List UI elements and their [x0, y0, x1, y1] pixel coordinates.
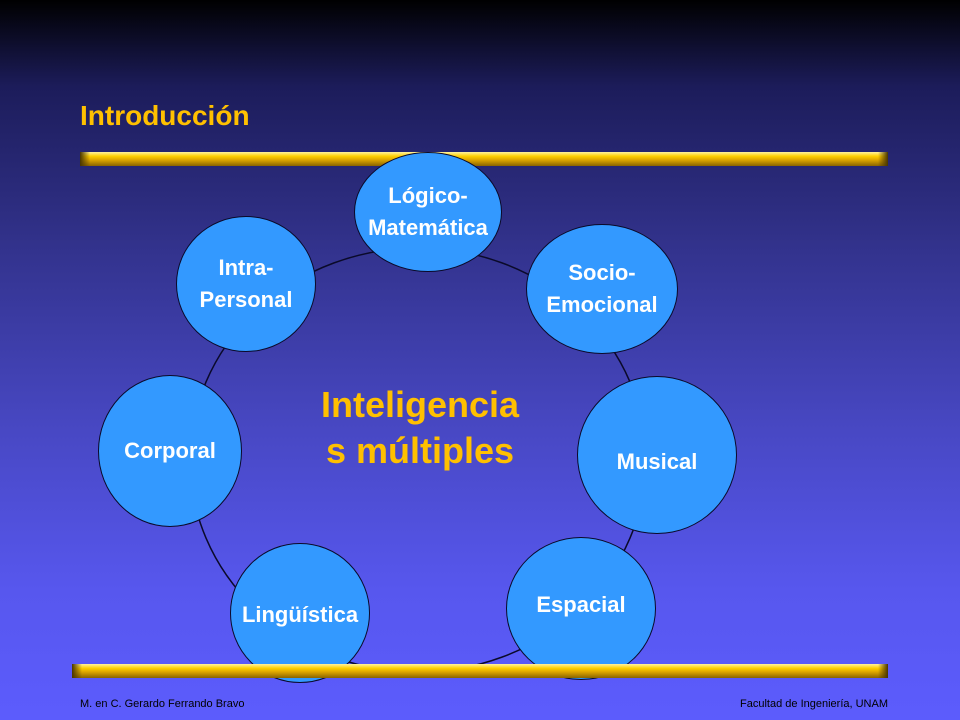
center-heading-line2: s múltiples [325, 430, 515, 471]
footer-author: M. en C. Gerardo Ferrando Bravo [80, 698, 245, 710]
footer-separator-bar [72, 664, 888, 678]
node-corporal: Corporal [98, 375, 242, 527]
title-underline-bar [80, 152, 888, 166]
center-heading: Inteligencia s múltiples [290, 382, 550, 474]
slide-title: Introducción [80, 100, 250, 131]
center-heading-line1: Inteligencia [320, 384, 520, 425]
node-intra-personal: Intra- Personal [176, 216, 316, 352]
node-socio-emocional: Socio- Emocional [526, 224, 678, 354]
footer-institution: Facultad de Ingeniería, UNAM [740, 698, 888, 710]
node-espacial: Espacial [506, 537, 656, 680]
node-musical: Musical [577, 376, 737, 534]
node-linguistica: Lingüística [230, 543, 370, 683]
node-logico-matematica: Lógico- Matemática [354, 152, 502, 272]
